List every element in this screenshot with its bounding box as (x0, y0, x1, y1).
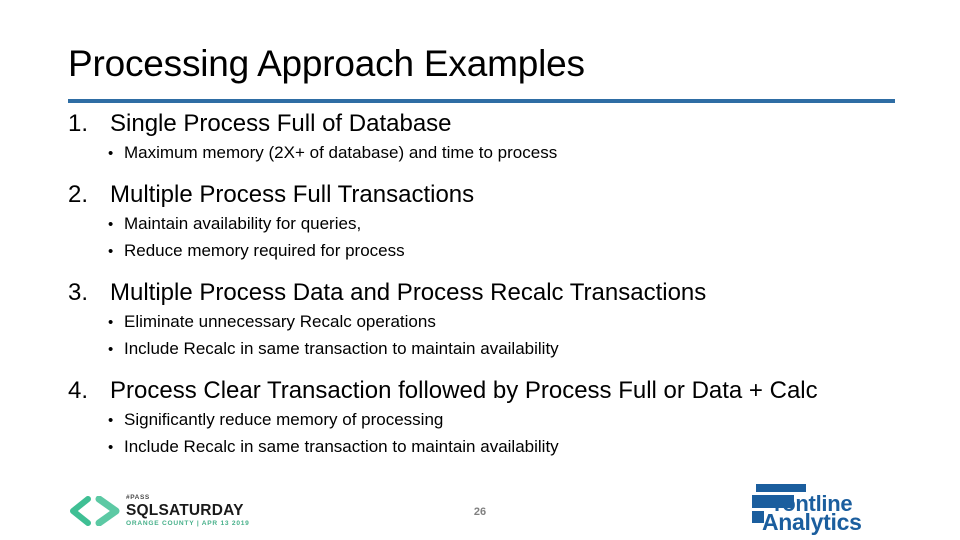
slide-footer: #PASS SQLSATURDAY ORANGE COUNTY | APR 13… (0, 478, 960, 540)
sub-bullet-item: • Reduce memory required for process (68, 238, 928, 265)
sub-bullet-list: • Significantly reduce memory of process… (68, 407, 928, 461)
title-divider (68, 99, 895, 103)
sub-bullet-list: • Eliminate unnecessary Recalc operation… (68, 309, 928, 363)
sub-bullet-text: Eliminate unnecessary Recalc operations (124, 312, 436, 331)
list-item-heading: Process Clear Transaction followed by Pr… (110, 377, 818, 404)
logo-bar-top-icon (756, 484, 806, 492)
sub-bullet-text: Maximum memory (2X+ of database) and tim… (124, 143, 558, 162)
sub-bullet-text: Maintain availability for queries, (124, 214, 362, 233)
logo-bar-middle-icon (752, 495, 794, 508)
list-item-heading: Single Process Full of Database (110, 110, 452, 137)
sub-bullet-text: Include Recalc in same transaction to ma… (124, 339, 559, 358)
frontline-wordmark: rontline (774, 491, 853, 516)
list-item-heading-row: 1. Single Process Full of Database (68, 108, 928, 140)
bullet-icon: • (108, 243, 114, 260)
bullet-icon: • (108, 341, 114, 358)
sub-bullet-item: • Significantly reduce memory of process… (68, 407, 928, 434)
sub-bullet-item: • Maintain availability for queries, (68, 211, 928, 238)
list-item-heading-row: 4. Process Clear Transaction followed by… (68, 375, 928, 407)
page-number: 26 (473, 506, 487, 518)
list-item: 2. Multiple Process Full Transactions • … (68, 179, 928, 277)
list-item-number: 4. (68, 377, 89, 404)
spacer (68, 265, 928, 277)
angle-brackets-icon (70, 496, 120, 526)
logo-bar-bottom-icon (752, 511, 764, 523)
list-item-number: 2. (68, 181, 89, 208)
pass-label: #PASS (126, 494, 150, 501)
content-list: 1. Single Process Full of Database • Max… (68, 108, 928, 461)
list-item: 4. Process Clear Transaction followed by… (68, 375, 928, 461)
list-item-heading: Multiple Process Data and Process Recalc… (110, 279, 707, 306)
frontline-analytics-logo: rontline Analytics (752, 480, 907, 536)
sub-bullet-item: • Include Recalc in same transaction to … (68, 336, 928, 363)
list-item-number: 3. (68, 279, 89, 306)
list-item: 3. Multiple Process Data and Process Rec… (68, 277, 928, 375)
list-item-number: 1. (68, 110, 89, 137)
sub-bullet-item: • Maximum memory (2X+ of database) and t… (68, 140, 928, 167)
analytics-wordmark: Analytics (762, 509, 862, 535)
spacer (68, 363, 928, 375)
list-item-heading-row: 3. Multiple Process Data and Process Rec… (68, 277, 928, 309)
list-item-heading-row: 2. Multiple Process Full Transactions (68, 179, 928, 211)
sqlsaturday-logo: #PASS SQLSATURDAY ORANGE COUNTY | APR 13… (66, 488, 266, 532)
sqlsaturday-wordmark: SQLSATURDAY (126, 502, 244, 519)
sub-bullet-text: Include Recalc in same transaction to ma… (124, 437, 559, 456)
sub-bullet-item: • Eliminate unnecessary Recalc operation… (68, 309, 928, 336)
bullet-icon: • (108, 216, 114, 233)
bullet-icon: • (108, 439, 114, 456)
bullet-icon: • (108, 412, 114, 429)
bullet-icon: • (108, 314, 114, 331)
sub-bullet-item: • Include Recalc in same transaction to … (68, 434, 928, 461)
sub-bullet-list: • Maximum memory (2X+ of database) and t… (68, 140, 928, 167)
sqlsaturday-location-date: ORANGE COUNTY | APR 13 2019 (126, 520, 250, 527)
sub-bullet-text: Reduce memory required for process (124, 241, 405, 260)
page-title: Processing Approach Examples (68, 43, 585, 84)
spacer (68, 167, 928, 179)
sub-bullet-text: Significantly reduce memory of processin… (124, 410, 444, 429)
bullet-icon: • (108, 145, 114, 162)
sub-bullet-list: • Maintain availability for queries, • R… (68, 211, 928, 265)
list-item-heading: Multiple Process Full Transactions (110, 181, 475, 208)
sqlsaturday-text: #PASS SQLSATURDAY ORANGE COUNTY | APR 13… (126, 493, 266, 529)
list-item: 1. Single Process Full of Database • Max… (68, 108, 928, 179)
